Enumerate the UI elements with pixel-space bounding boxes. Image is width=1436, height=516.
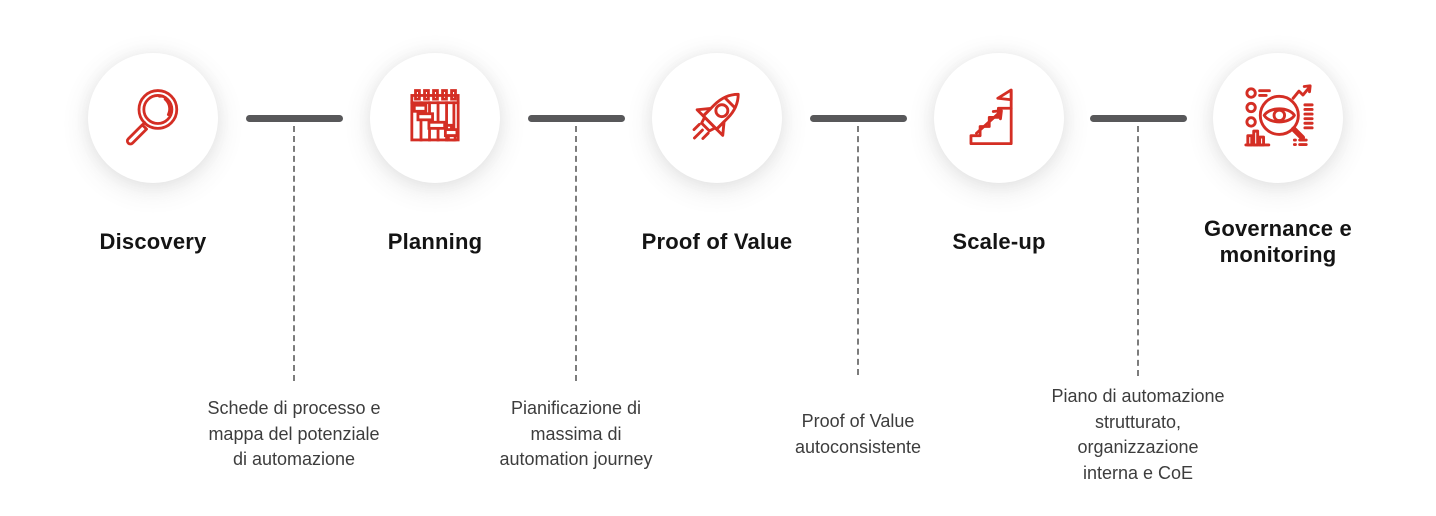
connector-bar-3 [810,115,907,122]
stage-label-proof-of-value: Proof of Value [641,229,793,254]
deliverable-line: organizzazione [1077,437,1199,457]
stairs-flag-icon [960,79,1038,157]
deliverable-line: strutturato, [1094,411,1182,432]
stage-label-discovery: Discovery [99,229,207,254]
deliverable-line: Proof of Value [801,411,915,431]
connector-bar-1 [246,115,343,122]
stage-label-planning: Planning [387,229,483,254]
deliverable-text-4: Piano di automazione strutturato, organi… [1008,384,1268,486]
deliverable-text-1: Schede di processo e mappa del potenzial… [164,396,424,473]
deliverable-line: massima di [530,423,622,444]
stage-label-governance: Governance e monitoring [1204,216,1352,267]
stage-label-scale-up: Scale-up [952,229,1046,254]
stage-circle-governance [1213,53,1343,183]
dashed-drop-line-2 [575,126,577,381]
dashed-drop-line-3 [857,126,859,375]
dashed-drop-line-4 [1137,126,1139,376]
dashed-drop-line-1 [293,126,295,381]
stage-circle-planning [370,53,500,183]
magnifier-search-icon [114,79,192,157]
eye-analytics-icon [1236,76,1320,160]
connector-bar-4 [1090,115,1187,122]
deliverable-line: Schede di processo e [207,398,381,418]
gantt-calendar-icon [396,79,474,157]
stage-circle-proof-of-value [652,53,782,183]
deliverable-text-3: Proof of Value autoconsistente [728,409,988,460]
deliverable-line: mappa del potenziale [208,423,380,444]
deliverable-line: interna e CoE [1082,462,1194,483]
deliverable-line: automation journey [499,449,653,469]
deliverable-line: autoconsistente [794,436,922,457]
stage-circle-scale-up [934,53,1064,183]
connector-bar-2 [528,115,625,122]
stage-circle-discovery [88,53,218,183]
rocket-icon [677,78,757,158]
deliverable-line: di automazione [232,449,356,469]
deliverable-text-2: Pianificazione di massima di automation … [446,396,706,473]
deliverable-line: Piano di automazione [1051,386,1225,406]
deliverable-line: Pianificazione di [510,398,642,418]
